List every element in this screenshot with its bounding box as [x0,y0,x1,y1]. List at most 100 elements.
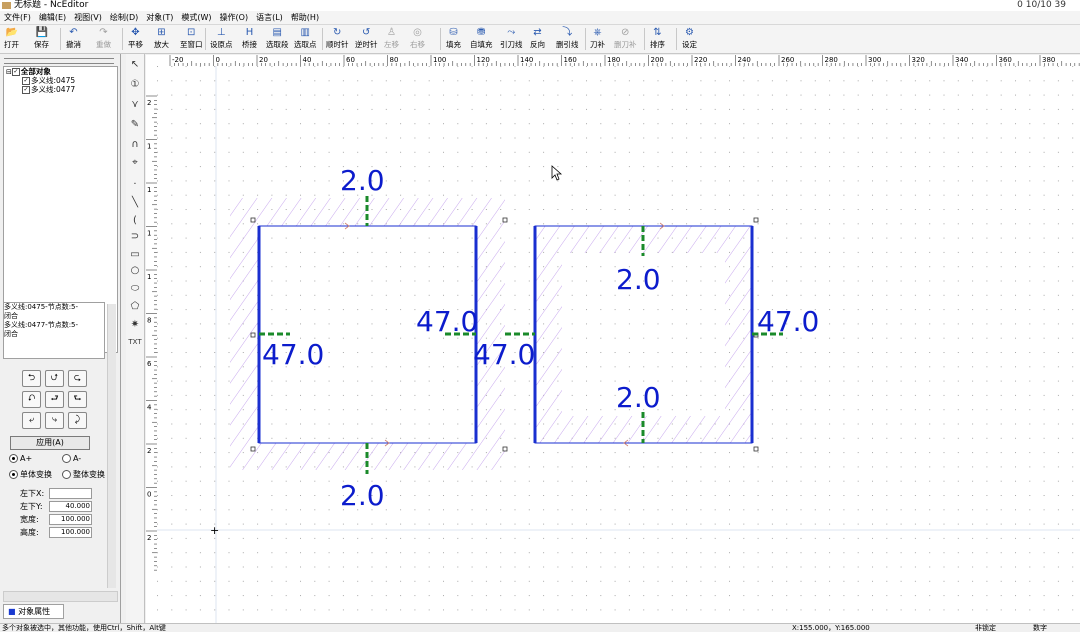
polygon-tool-icon[interactable]: ⬠ [130,301,140,312]
menu-item[interactable]: 语言(L) [256,13,283,22]
transform-button[interactable]: ⮑ [68,391,87,408]
field-label: 宽度: [20,515,39,524]
toolbar-button-19[interactable]: ⤵删引线 [556,26,579,52]
text-tool-icon[interactable]: TXT [128,338,142,346]
toolbar-button-13[interactable]: ♙左移 [384,26,399,52]
toolbar-button-4[interactable]: ✥平移 [128,26,143,52]
tab-object-properties[interactable]: ■ 对象属性 [3,604,64,619]
title-bar: 无标题 - NcEditor 0 10/10 39 [0,0,1080,11]
radio-a-plus[interactable]: A+ [9,454,32,463]
delete-tool-comp-icon: ⊘ [621,27,630,38]
tree-expand-icon[interactable]: ⊟ [6,68,12,76]
apply-button[interactable]: 应用(A) [10,436,90,450]
radio-a-minus[interactable]: A- [62,454,81,463]
circle-tool-icon[interactable]: ○ [130,265,140,276]
toolbar-button-7[interactable]: ⊥设原点 [210,26,233,52]
menu-item[interactable]: 帮助(H) [290,13,320,22]
radio-label: 单体变换 [20,470,52,479]
toolbar-button-16[interactable]: ⛃自填充 [470,26,493,52]
menu-item[interactable]: 绘制(D) [109,13,139,22]
toolbar-button-10[interactable]: ▥选取点 [294,26,317,52]
transform-button[interactable]: ⤶ [22,412,41,429]
transform-button[interactable]: ⮏ [22,391,41,408]
tree-item[interactable]: ✓多义线:0475 [4,76,117,85]
toolbar-button-22[interactable]: ⇅排序 [650,26,665,52]
toolbar-button-label: 撤消 [66,40,81,49]
transform-button[interactable]: ⮎ [68,370,87,387]
toolbar-button-1[interactable]: 💾保存 [34,26,49,52]
toolbar-button-15[interactable]: ⛁填充 [446,26,461,52]
ruler-label: 1 [147,273,151,281]
transform-button[interactable]: ⮐ [45,391,64,408]
polyline-tool-icon[interactable]: ⊃ [130,231,140,242]
toolbar-button-23[interactable]: ⚙设定 [682,26,697,52]
node-edit-icon[interactable]: ⋎ [131,99,139,110]
dimension-label: 2.0 [340,164,385,197]
fill-icon: ⛁ [449,27,458,38]
toolbar-button-17[interactable]: ⤳引刀线 [500,26,523,52]
width-field[interactable]: 100.000 [49,514,92,525]
left-y-field[interactable]: 40.000 [49,501,92,512]
toolbar-separator [60,28,61,50]
toolbar-button-9[interactable]: ▤选取段 [266,26,289,52]
menu-item[interactable]: 对象(T) [146,13,174,22]
checkbox-icon[interactable]: ✓ [22,86,30,94]
properties-hscrollbar[interactable] [3,591,118,602]
toolbar-button-21[interactable]: ⊘删刀补 [614,26,637,52]
toolbar-button-12[interactable]: ↺逆时针 [355,26,378,52]
checkbox-icon[interactable]: ✓ [22,77,30,85]
ruler-label: 340 [955,56,968,64]
ruler-label: 140 [520,56,533,64]
ellipse-tool-icon[interactable]: ⬭ [130,283,140,294]
radio-dot-icon [62,470,71,479]
transform-button[interactable]: ⮍ [45,370,64,387]
pen-icon[interactable]: ✎ [130,119,140,130]
radio-whole-transform[interactable]: 整体变换 [62,469,105,480]
measure-icon[interactable]: ⌖ [132,157,138,168]
toolbar-button-3[interactable]: ↷重做 [96,26,111,52]
arc-tool-icon[interactable]: ( [133,215,137,226]
toolbar-button-18[interactable]: ⇄反向 [530,26,545,52]
toolbar-separator [322,28,323,50]
select-point-icon: ▥ [300,27,310,38]
toolbar-button-5[interactable]: ⊞放大 [154,26,169,52]
select-arrow-icon[interactable]: ↖ [130,59,140,70]
transform-button[interactable]: ⮌ [22,370,41,387]
panel-grip[interactable] [4,58,114,64]
point-tool-icon[interactable]: · [133,179,137,190]
tree-root[interactable]: ⊟✓全部对象 [4,67,117,76]
menu-item[interactable]: 操作(O) [219,13,249,22]
radio-single-transform[interactable]: 单体变换 [9,469,52,480]
menu-item[interactable]: 编辑(E) [38,13,67,22]
checkbox-icon[interactable]: ✓ [11,68,20,76]
properties-scrollbar[interactable] [107,304,116,588]
menu-item[interactable]: 文件(F) [4,13,31,22]
rectangle-tool-icon[interactable]: ▭ [130,249,140,260]
toolbar-button-14[interactable]: ◎右移 [410,26,425,52]
line-tool-icon[interactable]: ╲ [131,197,139,208]
height-field[interactable]: 100.000 [49,527,92,538]
ruler-label: 2 [147,447,151,455]
transform-button[interactable]: ⤷ [45,412,64,429]
toolbar-button-label: 打开 [4,40,19,49]
save-icon: 💾 [35,27,48,38]
property-line: 多义线:0477-节点数:5- [4,321,79,329]
tree-item[interactable]: ✓多义线:0477 [4,85,117,94]
transform-button[interactable]: ⤸ [68,412,87,429]
left-x-field[interactable] [49,488,92,499]
node-number-icon[interactable]: ① [130,79,140,90]
menu-item[interactable]: 模式(W) [181,13,212,22]
star-tool-icon[interactable]: ✷ [130,319,140,330]
ruler-label: 220 [694,56,707,64]
toolbar-button-2[interactable]: ↶撤消 [66,26,81,52]
magnet-icon[interactable]: ∩ [131,139,139,150]
toolbar-button-20[interactable]: ⎈刀补 [590,26,605,52]
toolbar-button-11[interactable]: ↻顺时针 [326,26,349,52]
property-line: 多义线:0475-节点数:5- [4,303,79,311]
ruler-label: 80 [390,56,399,64]
drawing-canvas[interactable]: + 2.0 2.0 [157,66,1080,623]
toolbar-button-0[interactable]: 📂打开 [4,26,19,52]
menu-item[interactable]: 视图(V) [74,13,102,22]
toolbar-button-6[interactable]: ⊡至窗口 [180,26,203,52]
